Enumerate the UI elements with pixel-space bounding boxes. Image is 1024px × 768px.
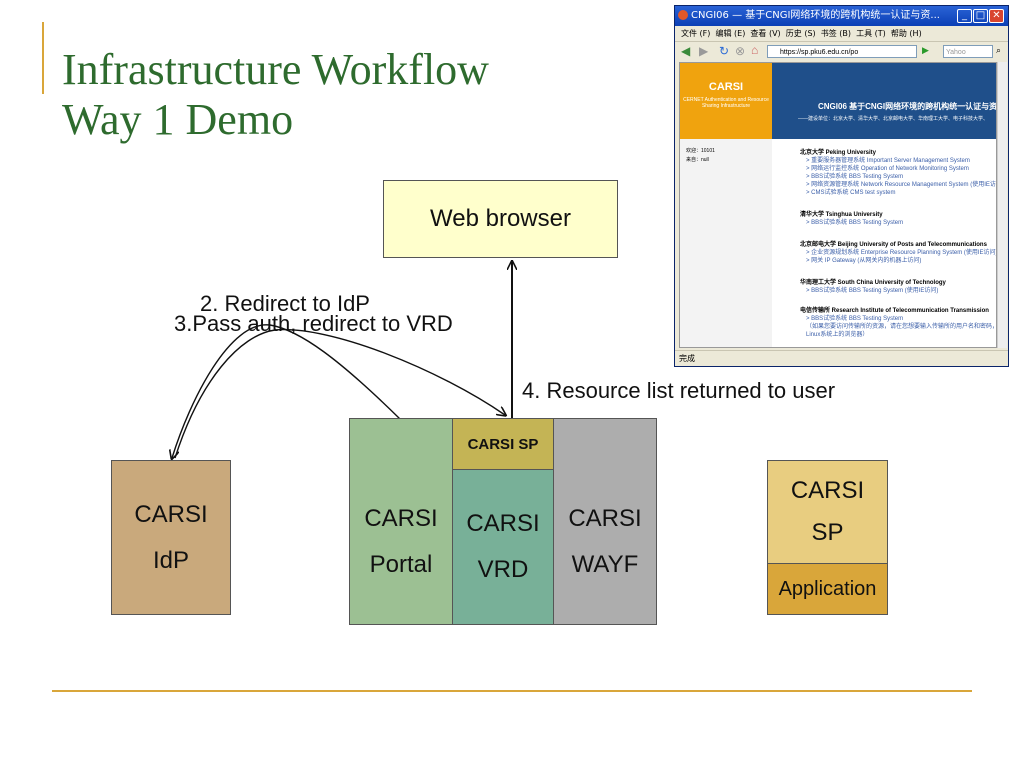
- minimize-icon[interactable]: _: [957, 9, 972, 23]
- carsi-portal-box: CARSI Portal: [349, 418, 453, 625]
- sp-label-line1: CARSI: [790, 477, 865, 504]
- carsi-sp-small-label: CARSI SP: [467, 435, 539, 453]
- banner-carsi-title: CARSI: [708, 81, 744, 93]
- system-link[interactable]: > BBS试验系统 BBS Testing System (使用IE访问): [806, 288, 939, 294]
- carsi-idp-box: CARSI IdP: [111, 460, 231, 615]
- home-icon[interactable]: ⌂: [751, 43, 759, 57]
- browser-title: CNGI06 — 基于CNGI网络环境的跨机构统一认证与资...: [691, 10, 940, 21]
- browser-window: CNGI06 — 基于CNGI网络环境的跨机构统一认证与资... _ □ ✕ 文…: [674, 5, 1009, 367]
- wayf-label-line2: WAYF: [571, 550, 639, 578]
- university-bupt: 北京邮电大学 Beijing University of Posts and T…: [800, 241, 997, 265]
- banner-project-title: CNGI06 基于CNGI网络环境的跨机构统一认证与资: [818, 102, 997, 111]
- browser-titlebar: CNGI06 — 基于CNGI网络环境的跨机构统一认证与资... _ □ ✕: [675, 6, 1008, 26]
- browser-toolbar: ◀ ▶ ↻ ⊗ ⌂ https://sp.pku6.edu.cn/po ▶ Ya…: [675, 41, 1008, 62]
- university-name: 清华大学 Tsinghua University: [800, 212, 883, 218]
- wayf-label-line1: CARSI: [568, 504, 642, 532]
- from-text: 来自：null: [686, 157, 709, 163]
- stop-icon[interactable]: ⊗: [735, 44, 746, 58]
- portal-label-line1: CARSI: [364, 504, 438, 532]
- menu-bookmarks[interactable]: 书签 (B): [820, 29, 852, 38]
- welcome-text: 欢迎：10101: [686, 148, 715, 154]
- status-bar: 完成: [675, 350, 1008, 366]
- bottom-rule: [52, 690, 972, 692]
- firefox-icon: [678, 10, 688, 20]
- university-name: 北京大学 Peking University: [800, 150, 877, 156]
- forward-icon[interactable]: ▶: [699, 44, 709, 58]
- carsi-banner: CARSI CERNET Authentication and Resource…: [680, 63, 772, 139]
- vertical-scrollbar[interactable]: [997, 62, 1007, 348]
- maximize-icon[interactable]: □: [973, 9, 988, 23]
- university-ritt: 电信传输所 Research Institute of Telecommunic…: [800, 307, 997, 339]
- system-link[interactable]: > 网关 IP Gateway (从网关内的机器上访问): [806, 258, 922, 264]
- vrd-label-line1: CARSI: [466, 510, 540, 537]
- pass-auth-label: 3.Pass auth, redirect to VRD: [174, 311, 453, 336]
- application-label: Application: [778, 577, 877, 600]
- system-link[interactable]: > BBS试验系统 BBS Testing System: [806, 316, 904, 322]
- system-note: （如果您要访问传输所的资源，请在您想要输入传输所的用户名和密码，: [806, 324, 997, 330]
- menu-history[interactable]: 历史 (S): [785, 29, 816, 38]
- project-banner: CNGI06 基于CNGI网络环境的跨机构统一认证与资 ——建设单位：北京大学、…: [772, 63, 997, 139]
- web-browser-label: Web browser: [430, 205, 571, 232]
- back-icon[interactable]: ◀: [681, 44, 691, 58]
- vrd-label-line2: VRD: [477, 556, 529, 583]
- menu-view[interactable]: 查看 (V): [750, 29, 781, 38]
- banner-project-subtitle: ——建设单位：北京大学、清华大学、北京邮电大学、华南理工大学、电子科技大学、: [798, 116, 989, 122]
- portal-label-line2: Portal: [369, 550, 433, 578]
- system-link[interactable]: > 网络资源管理系统 Network Resource Management S…: [806, 182, 996, 188]
- carsi-wayf-box: CARSI WAYF: [553, 418, 657, 625]
- menu-edit[interactable]: 编辑 (E): [715, 29, 746, 38]
- carsi-sp-small-box: CARSI SP: [452, 418, 554, 470]
- system-link[interactable]: > BBS试验系统 BBS Testing System: [806, 174, 904, 180]
- redirect-idp-arrow: [172, 324, 401, 458]
- title-line-2: Way 1 Demo: [62, 95, 294, 144]
- title-accent-bar: [42, 22, 44, 94]
- title-line-1: Infrastructure Workflow: [62, 45, 489, 94]
- search-field[interactable]: Yahoo: [943, 45, 993, 58]
- browser-menubar: 文件 (F) 编辑 (E) 查看 (V) 历史 (S) 书签 (B) 工具 (T…: [675, 26, 1008, 41]
- system-link[interactable]: > BBS试验系统 BBS Testing System: [806, 220, 904, 226]
- go-icon[interactable]: ▶: [922, 45, 929, 55]
- system-link[interactable]: > 企业资源规划系统 Enterprise Resource Planning …: [806, 250, 997, 256]
- redirect-label: 2. Redirect to IdP: [200, 291, 370, 316]
- university-name: 华南理工大学 South China University of Technol…: [800, 280, 946, 286]
- search-icon[interactable]: ⌕: [996, 45, 1002, 55]
- university-name: 电信传输所 Research Institute of Telecommunic…: [800, 308, 989, 314]
- application-box: Application: [767, 563, 888, 615]
- close-icon[interactable]: ✕: [989, 9, 1004, 23]
- slide-title: Infrastructure Workflow Way 1 Demo: [62, 45, 489, 145]
- page-content: CARSI CERNET Authentication and Resource…: [679, 62, 997, 348]
- web-browser-box: Web browser: [383, 180, 618, 258]
- system-link[interactable]: > 重要服务器管理系统 Important Server Management …: [806, 158, 970, 164]
- carsi-vrd-box: CARSI VRD: [452, 469, 554, 625]
- system-link[interactable]: > 网络运行监控系统 Operation of Network Monitori…: [806, 166, 969, 172]
- university-tsinghua: 清华大学 Tsinghua University > BBS试验系统 BBS T…: [800, 211, 903, 227]
- university-scut: 华南理工大学 South China University of Technol…: [800, 279, 946, 295]
- reload-icon[interactable]: ↻: [719, 44, 730, 58]
- menu-tools[interactable]: 工具 (T): [856, 29, 886, 38]
- system-note: Linux系统上的浏览器）: [806, 332, 869, 338]
- idp-label-line2: IdP: [152, 546, 190, 574]
- banner-carsi-subtitle: CERNET Authentication and Resource Shari…: [683, 97, 769, 109]
- menu-file[interactable]: 文件 (F): [681, 29, 711, 38]
- sp-label-line2: SP: [811, 519, 844, 546]
- menu-help[interactable]: 帮助 (H): [890, 29, 922, 38]
- user-info-column: 欢迎：10101 来自：null: [680, 139, 772, 347]
- resource-list-label: 4. Resource list returned to user: [522, 378, 836, 403]
- url-field[interactable]: https://sp.pku6.edu.cn/po: [767, 45, 917, 58]
- carsi-sp-box: CARSI SP: [767, 460, 888, 563]
- system-link[interactable]: > CMS试验系统 CMS test system: [806, 190, 896, 196]
- pass-auth-arrow: [174, 328, 505, 459]
- university-pku: 北京大学 Peking University > 重要服务器管理系统 Impor…: [800, 149, 996, 197]
- university-name: 北京邮电大学 Beijing University of Posts and T…: [800, 242, 987, 248]
- idp-label-line1: CARSI: [134, 500, 208, 528]
